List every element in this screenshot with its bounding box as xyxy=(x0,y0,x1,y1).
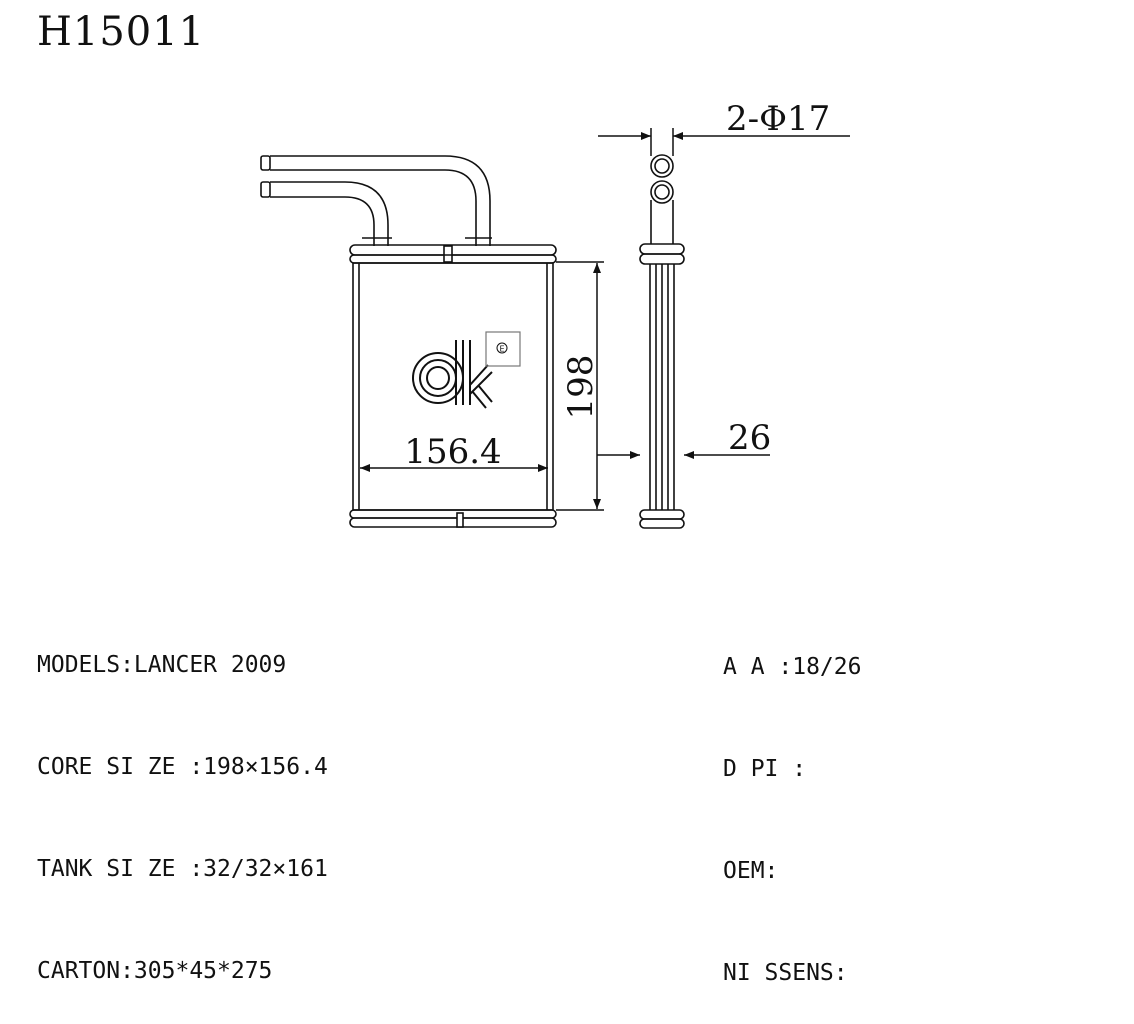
side-view xyxy=(639,154,685,529)
brand-logo: E xyxy=(412,331,521,409)
spec-list-right: A A :18/26 D PI : OEM: NI SSENS: xyxy=(723,582,861,1024)
pipe-end-upper xyxy=(650,154,674,178)
top-tank xyxy=(349,244,557,256)
width-dimension: 156.4 xyxy=(360,432,548,472)
pipe-end-lower xyxy=(650,180,674,204)
depth-dimension-label: 26 xyxy=(728,418,771,458)
width-dimension-label: 156.4 xyxy=(404,432,501,472)
pipe-diameter-label: 2-Φ17 xyxy=(726,99,830,139)
spec-tank-size: TANK SI ZE :32/32×161 xyxy=(37,856,328,882)
logo-mark: E xyxy=(499,345,504,354)
part-number-title: H15011 xyxy=(37,9,206,55)
spec-oem: OEM: xyxy=(723,858,779,884)
spec-carton: CARTON:305*45*275 xyxy=(37,958,273,984)
spec-models: MODELS:LANCER 2009 xyxy=(37,652,287,678)
spec-core-size: CORE SI ZE :198×156.4 xyxy=(37,754,328,780)
pipe-lower xyxy=(260,181,392,246)
bottom-tank xyxy=(349,509,557,519)
spec-dpi: D PI : xyxy=(723,756,807,782)
height-dimension-label: 198 xyxy=(561,355,601,420)
spec-nissens: NI SSENS: xyxy=(723,960,848,986)
height-dimension xyxy=(556,261,604,511)
front-view xyxy=(260,155,557,528)
pipe-upper xyxy=(260,155,492,246)
pipe-diameter-dimension xyxy=(598,128,850,156)
spec-list-left: MODELS:LANCER 2009 CORE SI ZE :198×156.4… xyxy=(37,580,328,1022)
spec-aa: A A :18/26 xyxy=(723,654,862,680)
heater-core-drawing: E 156.4 198 xyxy=(260,99,850,529)
